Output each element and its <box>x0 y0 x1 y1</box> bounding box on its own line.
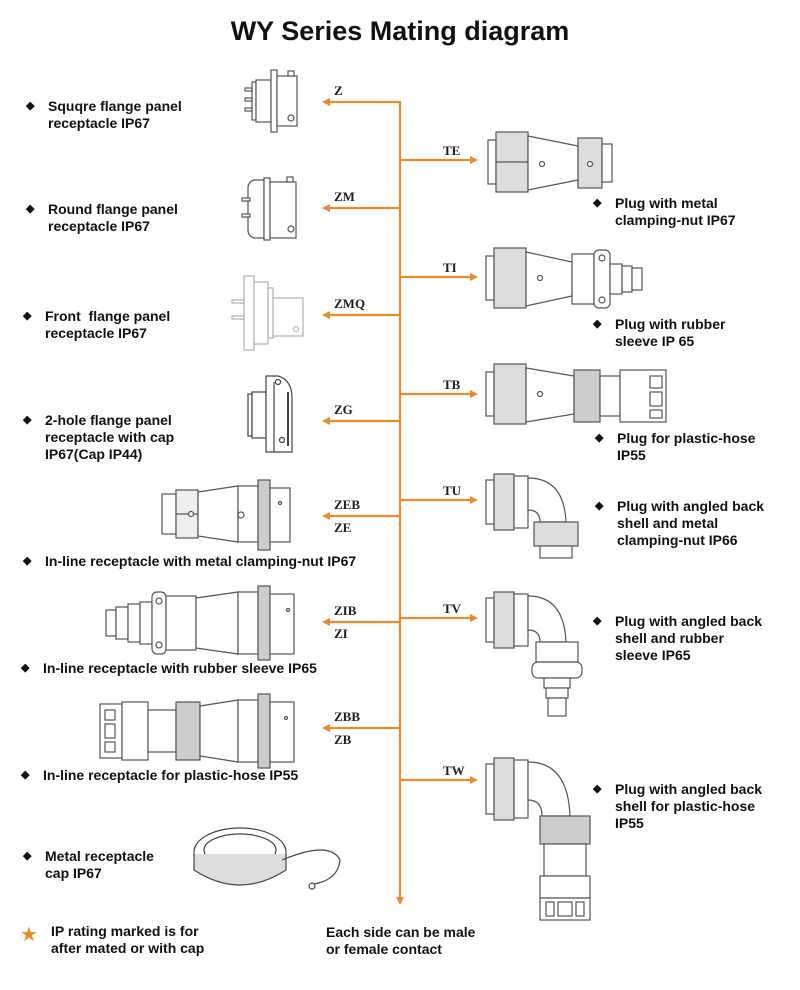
code-ti: TI <box>443 260 457 275</box>
angled-plug-plastic-hose-icon <box>485 757 591 921</box>
bullet-icon: ◆ <box>595 500 604 512</box>
label-front-flange: ◆ Front flange panel receptacle IP67 <box>23 308 171 341</box>
code-zmq: ZMQ <box>334 296 366 311</box>
angled-plug-clamping-nut-icon <box>485 473 579 559</box>
label-angled-plug-rubber-sleeve: ◆ Plug with angled back shell and rubber… <box>593 613 763 663</box>
code-zm: ZM <box>334 189 355 204</box>
code-z: Z <box>334 83 343 98</box>
inline-receptacle-rubber-sleeve-icon <box>105 585 295 661</box>
label-inline-rubber-sleeve: ◆ In-line receptacle with rubber sleeve … <box>21 660 317 676</box>
label-round-flange: ◆ Round flange panel receptacle IP67 <box>26 201 178 234</box>
code-te: TE <box>443 143 461 158</box>
code-tb: TB <box>443 377 461 392</box>
label-two-hole-flange: ◆ 2-hole flange panel receptacle with ca… <box>23 412 175 462</box>
page-title: WY Series Mating diagram <box>230 16 570 46</box>
contact-note: Each side can be male or female contact <box>326 924 476 957</box>
code-zb: ZB <box>334 732 352 747</box>
code-tv: TV <box>443 601 462 616</box>
metal-cap-icon <box>193 827 341 890</box>
bullet-icon: ◆ <box>21 662 30 674</box>
star-icon: ★ <box>20 924 38 946</box>
bullet-icon: ◆ <box>595 432 604 444</box>
bullet-icon: ◆ <box>21 769 30 781</box>
plug-plastic-hose-icon <box>485 363 667 425</box>
bullet-icon: ◆ <box>593 197 602 209</box>
square-flange-receptacle-icon <box>244 69 298 133</box>
inline-receptacle-clamping-nut-icon <box>161 479 291 551</box>
label-angled-plug-clamping-nut: ◆ Plug with angled back shell and metal … <box>595 498 765 548</box>
bullet-icon: ◆ <box>593 615 602 627</box>
bullet-icon: ◆ <box>23 414 32 426</box>
code-tw: TW <box>443 763 465 778</box>
bullet-icon: ◆ <box>23 310 32 322</box>
round-flange-receptacle-icon <box>241 176 297 241</box>
label-square-flange: ◆ Squqre flange panel receptacle IP67 <box>26 98 182 131</box>
code-ze: ZE <box>334 520 352 535</box>
label-inline-clamping-nut: ◆ In-line receptacle with metal clamping… <box>23 553 357 569</box>
bullet-icon: ◆ <box>593 783 602 795</box>
label-inline-plastic-hose: ◆ In-line receptacle for plastic-hose IP… <box>21 767 299 783</box>
label-angled-plug-plastic-hose: ◆ Plug with angled back shell for plasti… <box>593 781 763 831</box>
code-zg: ZG <box>334 402 353 417</box>
bullet-icon: ◆ <box>26 203 35 215</box>
label-plug-plastic-hose: ◆ Plug for plastic-hose IP55 <box>595 430 756 463</box>
bullet-icon: ◆ <box>23 555 32 567</box>
plug-rubber-sleeve-icon <box>485 247 643 309</box>
bullet-icon: ◆ <box>593 318 602 330</box>
code-zeb: ZEB <box>334 497 361 512</box>
inline-receptacle-plastic-hose-icon <box>99 693 295 769</box>
ip-rating-note: IP rating marked is for after mated or w… <box>51 923 205 956</box>
front-flange-receptacle-icon <box>231 275 304 351</box>
two-hole-flange-receptacle-icon <box>247 375 293 453</box>
bullet-icon: ◆ <box>26 100 35 112</box>
bullet-icon: ◆ <box>23 850 32 862</box>
label-plug-rubber-sleeve: ◆ Plug with rubber sleeve IP 65 <box>593 316 726 349</box>
plug-clamping-nut-icon <box>487 131 613 193</box>
code-zi: ZI <box>334 626 348 641</box>
angled-plug-rubber-sleeve-icon <box>485 591 583 717</box>
code-zbb: ZBB <box>334 709 361 724</box>
label-metal-cap: ◆ Metal receptacle cap IP67 <box>23 848 154 881</box>
code-zib: ZIB <box>334 603 357 618</box>
label-plug-clamping-nut: ◆ Plug with metal clamping-nut IP67 <box>593 195 736 228</box>
code-tu: TU <box>443 483 462 498</box>
